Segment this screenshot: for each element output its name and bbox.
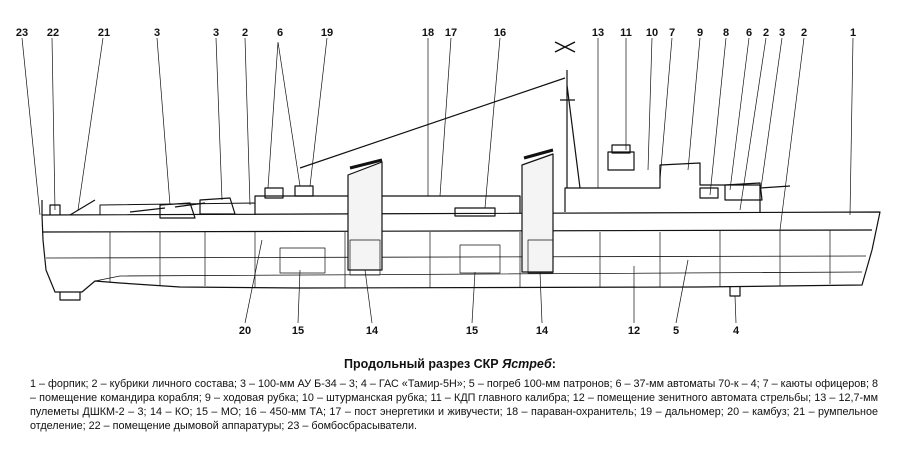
depth-charge-racks xyxy=(41,199,96,216)
callout-3c: 3 xyxy=(778,27,786,39)
engine-room-fwd xyxy=(459,244,501,274)
ship-longitudinal-section xyxy=(21,37,881,324)
callout-10: 10 xyxy=(645,27,659,39)
callout-8: 8 xyxy=(722,27,730,39)
caption-ship-name: Ястреб xyxy=(502,357,552,371)
callout-21: 21 xyxy=(97,27,111,39)
callout-11: 11 xyxy=(620,27,632,39)
aft-funnel xyxy=(347,161,383,271)
mast xyxy=(560,70,581,189)
engine-room-aft xyxy=(279,247,326,274)
forward-superstructure xyxy=(564,162,761,212)
aa-guns-37mm xyxy=(264,185,719,199)
callout-2c: 2 xyxy=(800,27,808,39)
callout-15a: 15 xyxy=(291,325,305,337)
callout-19: 19 xyxy=(320,27,334,39)
callout-1: 1 xyxy=(849,27,857,39)
rigging-line xyxy=(299,77,566,169)
callout-7: 7 xyxy=(668,27,676,39)
aft-gun-turrets xyxy=(129,197,236,219)
callout-12: 12 xyxy=(627,325,641,337)
sonar-dome xyxy=(729,286,741,297)
caption-prefix: Продольный разрез СКР xyxy=(344,357,499,371)
hull-outline xyxy=(41,211,881,293)
boiler-room-fwd xyxy=(527,239,554,274)
callout-9: 9 xyxy=(696,27,704,39)
callout-14a: 14 xyxy=(365,325,379,337)
callout-3a: 3 xyxy=(153,27,161,39)
main-deck-line xyxy=(45,255,867,259)
upper-deck-line xyxy=(41,229,873,233)
callout-5: 5 xyxy=(672,325,680,337)
callout-13: 13 xyxy=(591,27,605,39)
callout-2b: 2 xyxy=(762,27,770,39)
callout-6a: 6 xyxy=(276,27,284,39)
caption-suffix: : xyxy=(551,357,556,371)
torpedo-tube xyxy=(454,207,496,217)
figure-legend: 1 – форпик; 2 – кубрики личного состава;… xyxy=(30,378,878,432)
callout-17: 17 xyxy=(444,27,458,39)
callout-15b: 15 xyxy=(465,325,479,337)
callout-6b: 6 xyxy=(745,27,753,39)
forward-funnel xyxy=(521,153,554,273)
forward-gun-turret xyxy=(724,182,791,201)
callout-16: 16 xyxy=(493,27,507,39)
mid-deckhouse xyxy=(254,195,521,215)
callout-23: 23 xyxy=(15,27,29,39)
callout-14b: 14 xyxy=(535,325,549,337)
figure-caption-title: Продольный разрез СКР Ястреб: xyxy=(0,357,900,371)
callout-22: 22 xyxy=(46,27,60,39)
callout-2a: 2 xyxy=(241,27,249,39)
callout-4: 4 xyxy=(732,325,740,337)
callout-20: 20 xyxy=(238,325,252,337)
rudder xyxy=(59,292,81,301)
kdp-director xyxy=(607,151,635,171)
callout-18: 18 xyxy=(421,27,435,39)
callout-3b: 3 xyxy=(212,27,220,39)
boiler-room-aft xyxy=(349,239,381,276)
keel-line xyxy=(94,271,863,282)
